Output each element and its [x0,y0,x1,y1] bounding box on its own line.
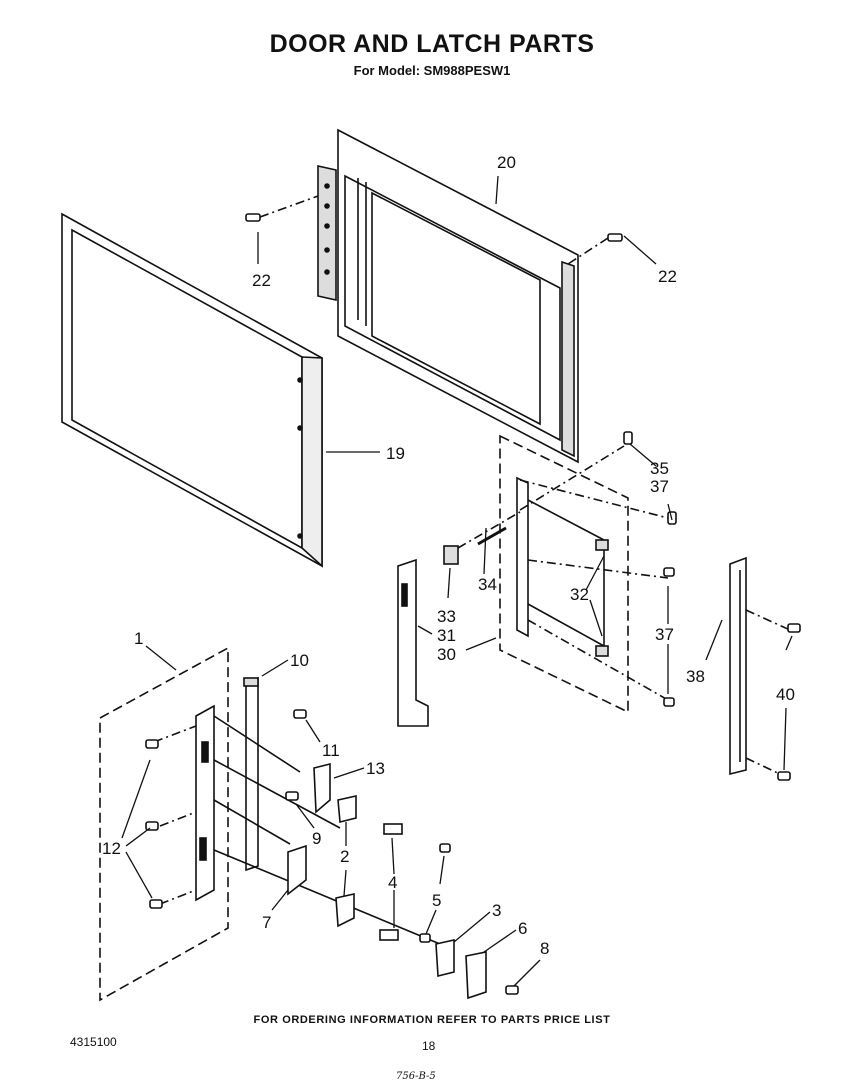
part-22-screws [245,195,623,265]
part-1-latch-bracket-assembly [99,646,519,1002]
ordering-note: FOR ORDERING INFORMATION REFER TO PARTS … [253,1014,611,1026]
callout-37-bottom: 37 [655,625,674,644]
callout-3: 3 [492,901,501,920]
callout-40: 40 [776,685,795,704]
callout-11: 11 [322,741,340,760]
document-number: 4315100 [70,1035,117,1049]
callout-38: 38 [686,667,705,686]
part-38-handle-trim [729,556,801,781]
callout-6: 6 [518,919,527,938]
callout-22-right: 22 [658,267,677,286]
callout-33: 33 [437,607,456,626]
page-number: 18 [422,1039,436,1053]
callout-22-left: 22 [252,271,271,290]
callout-9: 9 [312,829,321,848]
model-subtitle: For Model: SM988PESW1 [353,63,511,78]
callout-13: 13 [366,759,385,778]
callout-4: 4 [388,873,397,892]
callout-1: 1 [134,629,143,648]
callout-20: 20 [497,153,516,172]
callout-labels: 22 22 20 19 35 37 32 34 33 31 30 37 38 4… [102,153,795,958]
callout-34: 34 [478,575,497,594]
leader-lines [121,175,793,987]
part-32-handle [397,558,429,727]
callout-37-top: 37 [650,477,669,496]
callout-35: 35 [650,459,669,478]
latch-assembly-30 [443,431,677,714]
callout-12: 12 [102,839,121,858]
callout-30: 30 [437,645,456,664]
callout-31: 32 [570,585,589,604]
part-20-inner-door-panel [317,128,579,464]
page-title: DOOR AND LATCH PARTS [269,30,595,58]
screw-icon [567,233,623,265]
callout-2: 2 [340,847,349,866]
callout-5: 5 [432,891,441,910]
callout-32: 31 [437,626,456,645]
callout-10: 10 [290,651,309,670]
callout-8: 8 [540,939,549,958]
part-19-door-frame [61,212,323,568]
screw-icon [245,195,319,222]
handwritten-note: 756-B-5 [396,1071,436,1082]
callout-7: 7 [262,913,271,932]
callout-19: 19 [386,444,405,463]
